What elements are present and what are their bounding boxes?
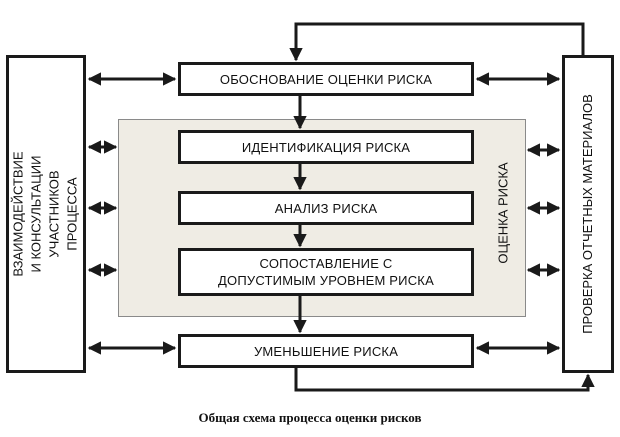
analysis-box: АНАЛИЗ РИСКА: [178, 191, 474, 225]
report-review-box: [562, 55, 614, 373]
diagram-caption: Общая схема процесса оценки рисков: [198, 410, 422, 425]
identification-box: ИДЕНТИФИКАЦИЯ РИСКА: [178, 130, 474, 164]
comparison-box: СОПОСТАВЛЕНИЕ С ДОПУСТИМЫМ УРОВНЕМ РИСКА: [178, 248, 474, 296]
bottom-loop-line: [294, 368, 595, 392]
basis-box: ОБОСНОВАНИЕ ОЦЕНКИ РИСКА: [178, 62, 474, 96]
top-loop-line: [289, 22, 585, 62]
reduction-box: УМЕНЬШЕНИЕ РИСКА: [178, 334, 474, 368]
stakeholder-consultation-box: [6, 55, 86, 373]
